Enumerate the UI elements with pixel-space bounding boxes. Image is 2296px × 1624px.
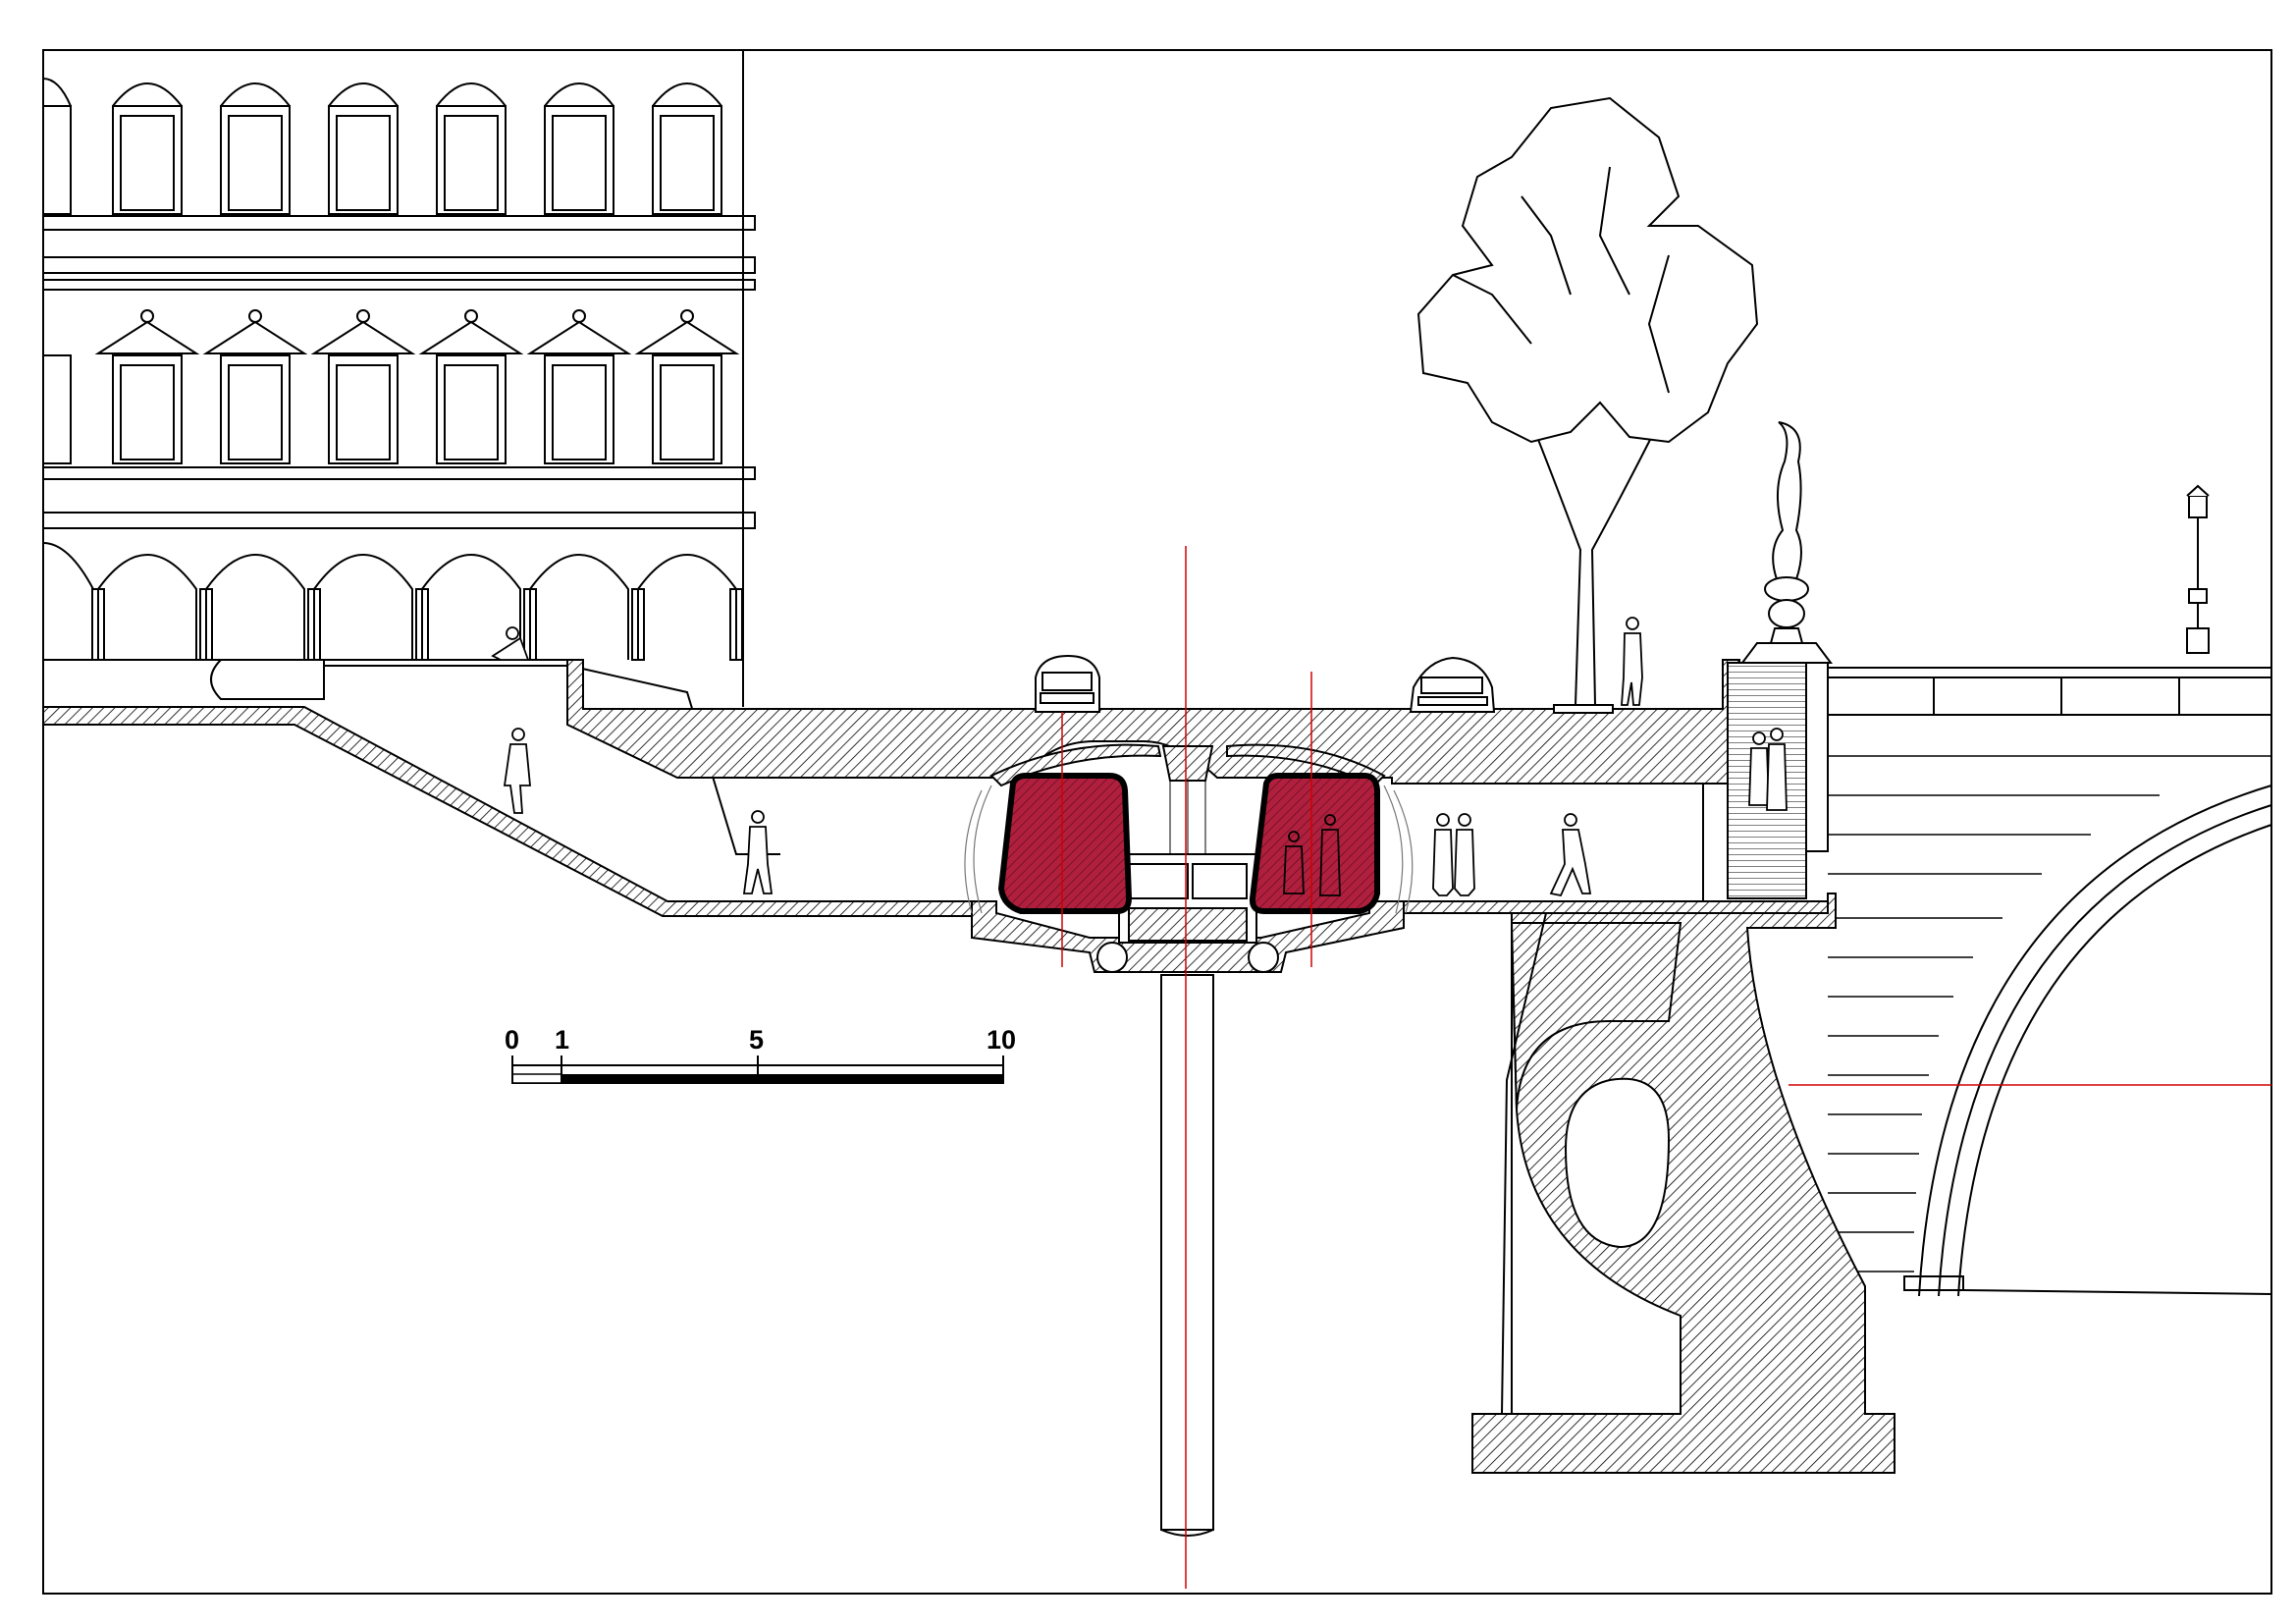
drawing-frame bbox=[42, 49, 2272, 1595]
tree-icon bbox=[1416, 96, 1759, 714]
scale-label-1: 1 bbox=[555, 1025, 569, 1055]
bridge-deck bbox=[1827, 667, 2272, 1297]
platform-floor bbox=[1403, 900, 1829, 914]
people-mover-cabin-left bbox=[997, 773, 1133, 914]
bridge-arch bbox=[1918, 785, 2272, 1297]
person-icon bbox=[491, 617, 1788, 897]
person-group bbox=[1432, 813, 1475, 896]
person-walking-left bbox=[742, 810, 774, 894]
street-lamp-icon bbox=[2186, 484, 2210, 654]
scale-segment-5-10 bbox=[758, 1074, 1003, 1083]
person-couple-stairs bbox=[1748, 728, 1788, 811]
station-trench bbox=[971, 900, 1405, 973]
section-cut bbox=[42, 659, 1829, 973]
person-walking-right bbox=[1549, 813, 1592, 897]
central-pillar bbox=[1160, 745, 1214, 1537]
statue-icon bbox=[1740, 421, 1833, 664]
persons-in-cabin bbox=[1283, 814, 1341, 896]
arcade bbox=[42, 542, 743, 661]
car-icon bbox=[1035, 654, 1496, 713]
scale-bar: 0 1 5 10 bbox=[505, 1025, 1016, 1084]
person-ramp bbox=[503, 728, 531, 814]
bridge-pier bbox=[1471, 893, 1896, 1474]
person-on-bridge bbox=[1621, 617, 1643, 706]
scale-label-0: 0 bbox=[505, 1025, 519, 1055]
guideway-equipment bbox=[1096, 853, 1279, 973]
middle-windows bbox=[42, 309, 737, 464]
clearance-outline bbox=[964, 785, 1414, 914]
scale-segment-1-5 bbox=[561, 1074, 758, 1083]
people-mover-cabin-right bbox=[1249, 773, 1380, 914]
upper-windows bbox=[42, 78, 722, 215]
palazzo-facade-icon bbox=[42, 50, 756, 707]
tunnel-vault bbox=[989, 743, 1162, 787]
scale-label-5: 5 bbox=[749, 1025, 764, 1055]
axis-lines bbox=[1061, 546, 2271, 1589]
person-upper-arcade bbox=[491, 626, 530, 661]
scale-label-10: 10 bbox=[987, 1025, 1016, 1055]
scale-segment-0-1 bbox=[511, 1073, 562, 1084]
